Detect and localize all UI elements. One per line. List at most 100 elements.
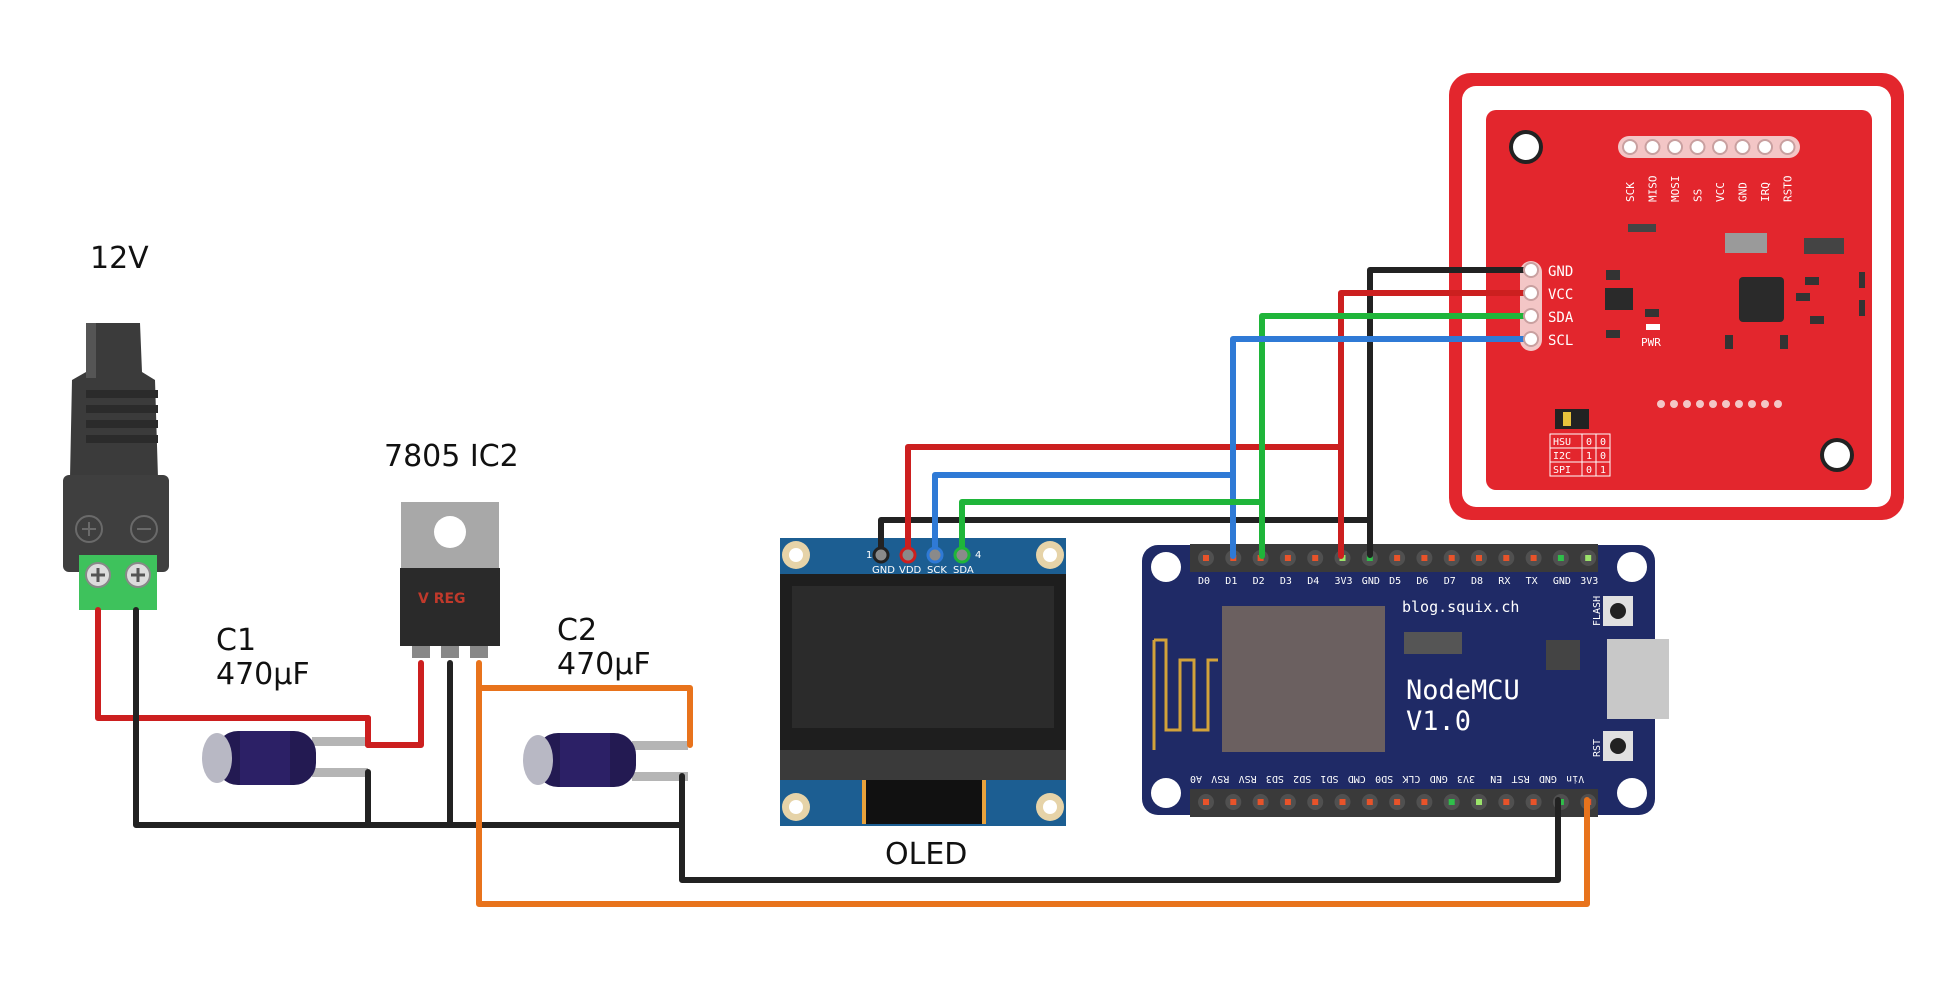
c1-name: C1 bbox=[216, 623, 256, 658]
nodemcu-top-pin-label: 3V3 bbox=[1335, 576, 1353, 587]
nodemcu-bottom-pin-label: SD3 bbox=[1266, 773, 1284, 784]
rfid-top-pin bbox=[1779, 139, 1796, 155]
nodemcu-top-pin-label: RX bbox=[1498, 576, 1510, 587]
rst-label: RST bbox=[1592, 739, 1603, 757]
rfid-module: HSU 0 0 I2C 1 0 SPI 0 1 PWR GND VCC SDA … bbox=[1449, 73, 1904, 520]
nodemcu-bottom-pin-label: SD2 bbox=[1293, 773, 1311, 784]
oled-pin-last: 4 bbox=[975, 550, 981, 561]
barrel-jack bbox=[63, 323, 169, 610]
rfid-top-header bbox=[1618, 136, 1800, 158]
wire-5v-to-c2 bbox=[476, 660, 693, 748]
nodemcu-bottom-pin-label: A0 bbox=[1190, 773, 1202, 784]
plus-icon bbox=[75, 515, 103, 543]
nodemcu-top-pin-label: TX bbox=[1526, 576, 1538, 587]
rfid-top-pin bbox=[1622, 139, 1638, 155]
rfid-side-vcc: VCC bbox=[1548, 287, 1573, 303]
oled-pin-sck: SCK bbox=[927, 565, 947, 576]
nodemcu-bottom-pin-label: CMD bbox=[1348, 773, 1366, 784]
rfid-top-pin-label: SCK bbox=[1624, 182, 1637, 202]
rfid-side-header bbox=[1520, 261, 1542, 351]
nodemcu-bottom-pin-label: CLK bbox=[1402, 773, 1420, 784]
rfid-side-pin bbox=[1523, 262, 1539, 278]
rfid-mode-table: HSU 0 0 I2C 1 0 SPI 0 1 bbox=[1549, 433, 1611, 477]
nodemcu-version: V1.0 bbox=[1406, 706, 1471, 737]
rfid-top-pin-label: SS bbox=[1692, 189, 1705, 202]
capacitor-c1 bbox=[202, 731, 368, 785]
nodemcu-bottom-pin-label: SD1 bbox=[1320, 773, 1338, 784]
wire-c1-to-regulator bbox=[365, 660, 424, 748]
rfid-top-pin-label: MOSI bbox=[1669, 176, 1682, 203]
wire-rfid-scl bbox=[1230, 336, 1534, 478]
mode-i2c-a: 1 bbox=[1586, 451, 1592, 462]
nodemcu-top-pin-label: D8 bbox=[1471, 576, 1483, 587]
nodemcu-top-pin-label: D3 bbox=[1280, 576, 1292, 587]
nodemcu-site: blog.squix.ch bbox=[1402, 598, 1519, 616]
wire-rfid-vcc bbox=[1338, 290, 1534, 450]
oled-pin-vdd: VDD bbox=[899, 565, 922, 576]
oled-pin-gnd: GND bbox=[872, 565, 895, 576]
oled-pin-heads bbox=[872, 546, 971, 564]
c1-value: 470µF bbox=[216, 657, 310, 692]
mode-i2c-b: 0 bbox=[1600, 451, 1606, 462]
rfid-top-pin bbox=[1689, 139, 1706, 155]
c2-value: 470µF bbox=[557, 647, 651, 682]
nodemcu-top-pin-label: GND bbox=[1553, 576, 1571, 587]
esp-module bbox=[1222, 606, 1385, 752]
rfid-side-pin bbox=[1523, 285, 1539, 301]
usb-port bbox=[1607, 639, 1669, 719]
rfid-top-pin-label: GND bbox=[1737, 182, 1750, 202]
rfid-top-pin bbox=[1734, 139, 1751, 155]
wire-ground-to-nodemcu bbox=[679, 773, 1561, 883]
oled-pin-sda: SDA bbox=[953, 565, 974, 576]
nodemcu-bottom-pin-label: EN bbox=[1490, 773, 1502, 784]
nodemcu-bottom-pin-label: RSV bbox=[1239, 773, 1257, 784]
oled-pin-head bbox=[926, 546, 944, 564]
mode-spi-a: 0 bbox=[1586, 465, 1592, 476]
wire-oled-sck bbox=[932, 472, 1236, 559]
rfid-top-pin bbox=[1757, 139, 1773, 155]
wire-oled-vdd bbox=[905, 444, 1344, 559]
rfid-top-pin bbox=[1667, 139, 1683, 155]
nodemcu-title: NodeMCU bbox=[1406, 675, 1520, 706]
flash-label: FLASH bbox=[1592, 596, 1603, 626]
oled-pin-head bbox=[899, 546, 917, 564]
wire-oled-sda bbox=[959, 499, 1265, 559]
minus-icon bbox=[130, 515, 158, 543]
nodemcu-bottom-pin-label: 3V3 bbox=[1457, 773, 1475, 784]
mode-hsu: HSU bbox=[1553, 437, 1571, 448]
nodemcu-top-pin-label: D2 bbox=[1253, 576, 1265, 587]
rfid-small-pads bbox=[1657, 400, 1782, 408]
oled-pin-first: 1 bbox=[866, 550, 872, 561]
nodemcu-top-pin-label: D5 bbox=[1389, 576, 1401, 587]
oled-pin-head bbox=[953, 546, 971, 564]
rfid-pwr-label: PWR bbox=[1641, 336, 1661, 349]
capacitor-c2 bbox=[523, 733, 688, 787]
power-label: 12V bbox=[90, 241, 149, 276]
nodemcu-top-pin-label: D6 bbox=[1416, 576, 1428, 587]
voltage-regulator: V REG bbox=[400, 502, 500, 658]
rfid-side-pin bbox=[1523, 308, 1539, 324]
rfid-top-pin bbox=[1644, 139, 1661, 155]
nodemcu-top-pin-label: 3V3 bbox=[1580, 576, 1598, 587]
wires bbox=[95, 267, 1590, 907]
mode-hsu-b: 0 bbox=[1600, 437, 1606, 448]
nodemcu-top-pin-label: GND bbox=[1362, 576, 1380, 587]
rfid-top-pin-label: RSTO bbox=[1782, 176, 1795, 203]
nodemcu-top-pin-label: D1 bbox=[1225, 576, 1237, 587]
nodemcu-bottom-pin-label: SD0 bbox=[1375, 773, 1393, 784]
wire-rfid-gnd bbox=[1367, 267, 1534, 523]
oled-label: OLED bbox=[885, 837, 967, 872]
rfid-top-pin-label: IRQ bbox=[1759, 182, 1772, 202]
rfid-top-pin-label: MISO bbox=[1647, 176, 1660, 203]
mode-spi-b: 1 bbox=[1600, 465, 1606, 476]
rfid-top-pin bbox=[1712, 139, 1728, 155]
mode-i2c: I2C bbox=[1553, 451, 1571, 462]
nodemcu-bottom-pin-label: RST bbox=[1512, 773, 1530, 784]
nodemcu-top-pin-label: D7 bbox=[1444, 576, 1456, 587]
wire-ground-bus bbox=[133, 607, 685, 828]
regulator-label: 7805 IC2 bbox=[384, 439, 519, 474]
